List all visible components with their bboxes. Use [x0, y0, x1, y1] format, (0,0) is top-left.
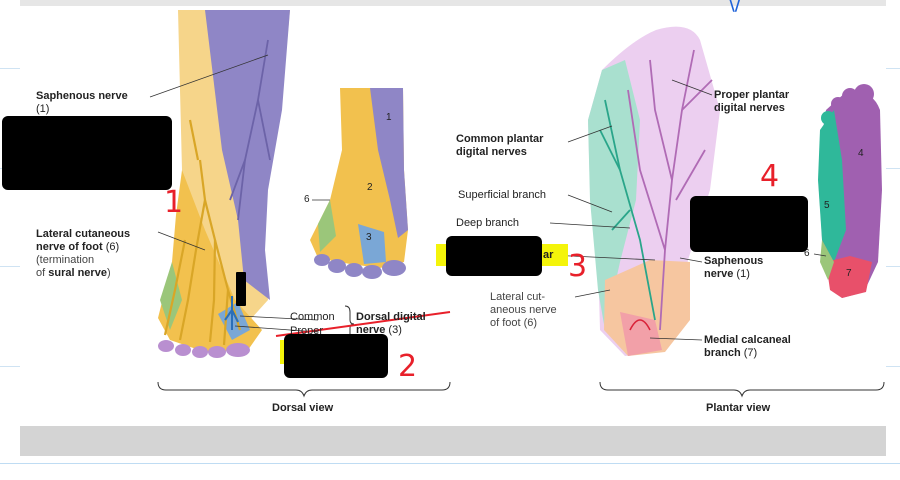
- top-bar: [20, 0, 886, 6]
- dorsal-foot: [158, 10, 290, 358]
- handwritten-mark-3: 3: [568, 249, 588, 284]
- dorsal-toe: [226, 343, 250, 357]
- guide-line: [886, 68, 900, 69]
- label-superficial-branch: Superficial branch: [458, 189, 547, 201]
- dorsal-map-region-1: [370, 88, 408, 238]
- label-dorsal-view: Dorsal view: [272, 402, 334, 414]
- plantar-medial-nerves: [627, 49, 713, 331]
- grey-bar: [20, 426, 886, 456]
- label-plantar-view: Plantar view: [706, 402, 771, 414]
- label-dorsal-digital: Dorsal digital nerve (3): [356, 311, 426, 336]
- redaction-box: [2, 116, 172, 190]
- label-highlight-fragment: ar: [543, 249, 554, 261]
- guide-line: [886, 168, 900, 169]
- plantar-foot: [588, 26, 720, 357]
- plantar-map-region-6: [820, 240, 834, 280]
- dorsal-toe: [175, 344, 191, 356]
- region-number-2: 2: [367, 182, 373, 193]
- red-strike-line: [275, 311, 451, 337]
- region-number-5: 5: [824, 200, 830, 211]
- dorsal-toe: [158, 340, 174, 352]
- plantar-lateral-region: [588, 60, 640, 330]
- dorsal-nerves: [163, 119, 242, 346]
- label-saphenous-plantar: Saphenous nerve (1): [704, 255, 764, 280]
- dorsal-toe: [192, 346, 208, 358]
- redaction-box: [284, 334, 388, 378]
- plantar-map-region-5: [818, 110, 846, 262]
- redaction-box: [690, 196, 808, 252]
- guide-line: [886, 366, 900, 367]
- redaction-small: [236, 272, 246, 306]
- handwritten-mark-4: 4: [760, 159, 780, 194]
- region-number-4: 4: [858, 148, 864, 159]
- label-common: Common: [290, 311, 335, 323]
- leader-lines: [149, 54, 827, 341]
- region-number-6: 6: [304, 194, 310, 205]
- label-lateral-cut: Lateral cut- aneous nerve of foot (6): [490, 291, 557, 329]
- plantar-calcaneal-region: [620, 312, 662, 356]
- handwritten-mark-top: \/: [728, 0, 742, 15]
- guide-line: [0, 68, 20, 69]
- dorsal-map-region-3: [358, 224, 386, 264]
- guide-line: [886, 266, 900, 267]
- region-number-6-plantar: 6: [804, 248, 810, 259]
- dorsal-map: [310, 88, 408, 279]
- region-number-3: 3: [366, 232, 372, 243]
- label-saphenous-nerve-dorsal: Saphenous nerve(1): [36, 90, 128, 115]
- region-number-1: 1: [386, 112, 392, 123]
- label-lateral-cutaneous: Lateral cutaneous nerve of foot (6) (ter…: [36, 228, 131, 279]
- label-medial-calcaneal: Medial calcaneal branch (7): [704, 334, 791, 359]
- region-number-7: 7: [846, 268, 852, 279]
- dorsal-map-region-6: [318, 200, 336, 252]
- dorsal-sural-region: [160, 262, 182, 330]
- plantar-map: [818, 84, 882, 298]
- dorsal-saphenous-region: [205, 10, 290, 300]
- guide-line: [0, 266, 20, 267]
- dorsal-toe: [208, 346, 226, 358]
- label-deep-branch: Deep branch: [456, 217, 519, 229]
- handwritten-mark-2: 2: [398, 349, 418, 384]
- redaction-box: [446, 236, 542, 276]
- dorsal-saphenous-nerves: [229, 39, 271, 221]
- handwritten-mark-1: 1: [164, 185, 184, 220]
- guide-line: [0, 366, 20, 367]
- plantar-map-region-7: [826, 256, 872, 298]
- bottom-guide-line: [0, 463, 900, 464]
